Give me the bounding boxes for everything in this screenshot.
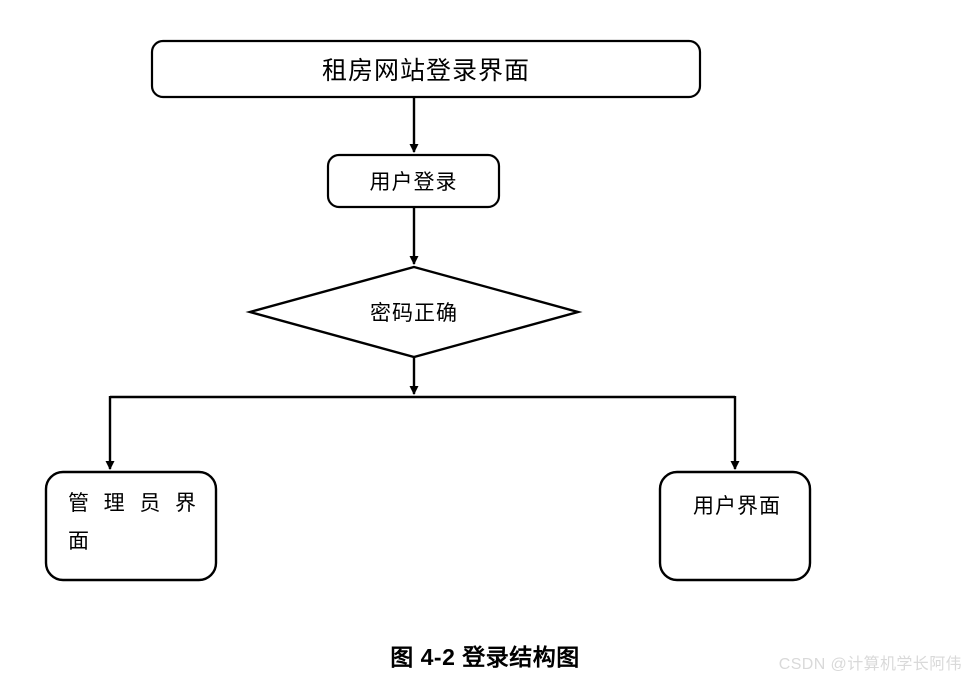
node-root-shape[interactable]	[150, 39, 702, 99]
figure-caption: 图 4-2 登录结构图	[390, 644, 580, 670]
csdn-watermark: CSDN @计算机学长阿伟	[778, 656, 962, 673]
node-login-shape[interactable]	[326, 153, 501, 209]
node-decision-shape[interactable]	[245, 265, 583, 359]
node-admin-shape[interactable]	[44, 470, 218, 582]
node-user-shape[interactable]	[658, 470, 812, 582]
